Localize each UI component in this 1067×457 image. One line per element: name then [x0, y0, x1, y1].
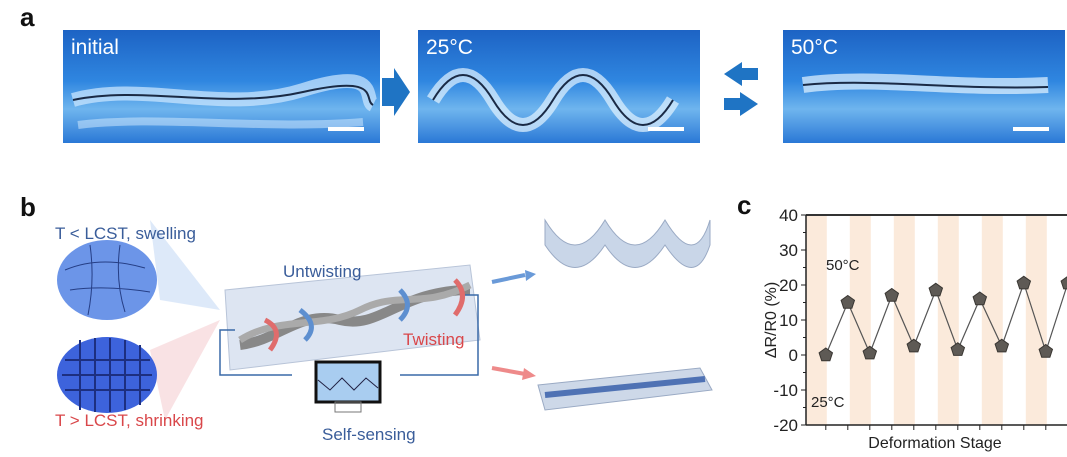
data-point [862, 345, 878, 360]
arrow-right-icon [382, 68, 410, 116]
panel-a-label: a [20, 2, 35, 32]
annotation-25c: 25°C [811, 394, 845, 411]
data-point [906, 338, 922, 353]
y-tick-label: 20 [779, 276, 798, 295]
photo-50c: 50°C [783, 30, 1065, 143]
y-tick-label: 30 [779, 241, 798, 260]
temperature-band [981, 215, 1003, 425]
data-point [972, 291, 988, 306]
photo-25c: 25°C [418, 30, 700, 143]
photo-label: initial [71, 36, 119, 59]
arrow-left-icon [724, 62, 758, 86]
panel-b-label: b [20, 192, 36, 222]
data-point [1038, 343, 1054, 358]
photo-label: 25°C [426, 36, 473, 59]
data-point [928, 282, 944, 297]
arrow-icons [382, 62, 758, 116]
temperature-band [937, 215, 959, 425]
data-point [1060, 276, 1067, 290]
y-tick-label: 40 [779, 206, 798, 225]
scale-bar [1013, 127, 1049, 131]
untwisting-label: Untwisting [283, 262, 362, 281]
resistance-chart: 40 30 20 10 0 -10 -20 50°C 25°C Deformation Stage… [763, 206, 1067, 452]
temperature-band [849, 215, 871, 425]
data-point [840, 294, 856, 309]
data-point [884, 287, 900, 302]
annotation-50c: 50°C [826, 257, 860, 274]
temperature-band [893, 215, 915, 425]
panel-c-label: c [737, 190, 752, 220]
twisting-label: Twisting [403, 330, 465, 349]
y-tick-label: -20 [773, 416, 798, 435]
data-point [818, 347, 834, 362]
scale-bar [648, 127, 684, 131]
arrow-right-icon [724, 92, 758, 116]
mechanism-diagram [57, 218, 713, 420]
self-sensing-label: Self-sensing [322, 425, 416, 444]
data-point [950, 342, 966, 356]
data-point [1016, 275, 1032, 290]
monitor-icon [314, 360, 382, 413]
scale-bar [328, 127, 364, 131]
temperature-band [805, 215, 827, 425]
photo-label: 50°C [791, 36, 838, 59]
swelling-label: T < LCST, swelling [55, 224, 196, 243]
swollen-network-icon [57, 240, 157, 320]
y-axis-label: ΔR/R0 (%) [763, 282, 780, 358]
arched-actuator [544, 218, 711, 268]
series-line [825, 281, 1067, 356]
temperature-band [1025, 215, 1047, 425]
photo-initial: initial [63, 30, 380, 143]
y-tick-label: 0 [789, 346, 798, 365]
y-tick-label: 10 [779, 311, 798, 330]
data-point [994, 338, 1010, 353]
y-tick-label: -10 [773, 381, 798, 400]
x-axis-label: Deformation Stage [868, 435, 1002, 452]
shrinking-label: T > LCST, shrinking [55, 411, 204, 430]
